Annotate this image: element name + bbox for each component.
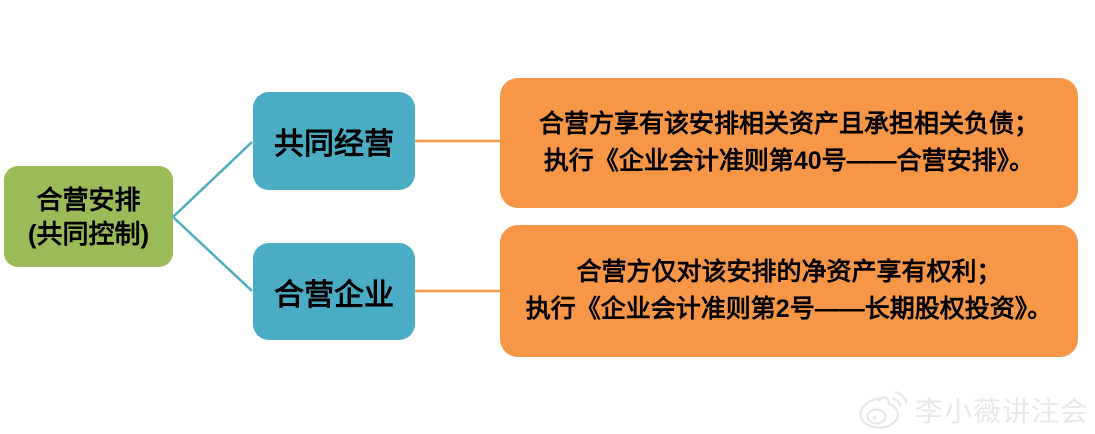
connector-root-to-node2	[172, 216, 253, 292]
branch-node-joint-venture: 合营企业	[253, 243, 415, 340]
branch-node-joint-operation: 共同经营	[253, 92, 415, 190]
watermark-text: 李小薇讲注会	[914, 396, 1089, 427]
branch-node-label: 共同经营	[274, 128, 394, 161]
branch-node-label: 合营企业	[274, 278, 394, 312]
detail-text-line1: 合营方享有该安排相关资产且承担相关负债；	[538, 110, 1039, 138]
root-node-label-line1: 合营安排	[36, 184, 141, 215]
weibo-icon	[859, 391, 908, 429]
watermark: 李小薇讲注会	[857, 387, 1089, 433]
detail-text-line1: 合营方仅对该安排的净资产享有权利；	[576, 258, 1002, 286]
detail-box-joint-venture: 合营方仅对该安排的净资产享有权利； 执行《企业会计准则第2号——长期股权投资》。	[500, 225, 1078, 357]
connector-root-to-node1	[172, 141, 253, 218]
detail-text-line2: 执行《企业会计准则第2号——长期股权投资》。	[525, 295, 1053, 323]
detail-box-joint-operation: 合营方享有该安排相关资产且承担相关负债； 执行《企业会计准则第40号——合营安排…	[500, 78, 1078, 208]
root-node-joint-arrangement: 合营安排 (共同控制)	[4, 166, 173, 267]
detail-text-line2: 执行《企业会计准则第40号——合营安排》。	[543, 147, 1035, 175]
root-node-label-line2: (共同控制)	[27, 218, 150, 249]
